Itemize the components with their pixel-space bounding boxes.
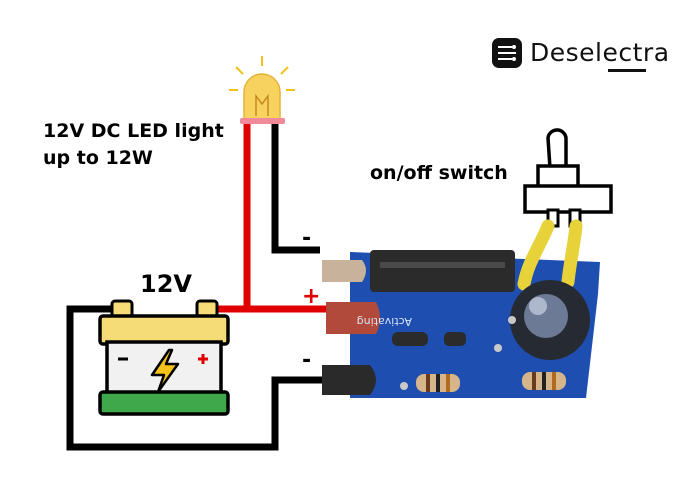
led-label-line-1: 12V DC LED light <box>43 120 224 142</box>
wires <box>66 124 345 451</box>
led-label: 12V DC LED light up to 12W <box>43 118 243 172</box>
toggle-switch-icon <box>523 128 613 228</box>
positive-sign: + <box>302 284 321 309</box>
led-light-icon <box>229 56 295 124</box>
led-negative-sign: - <box>302 226 312 251</box>
pcb-silkscreen: Activating <box>357 315 412 328</box>
brand-underline <box>608 69 646 72</box>
battery-voltage-label: 12V <box>140 270 192 298</box>
battery-negative-sign: - <box>302 348 312 373</box>
led-label-line-2: up to 12W <box>43 147 153 169</box>
switch-label: on/off switch <box>370 162 508 184</box>
timer-module: Activating <box>322 219 600 398</box>
battery-icon <box>98 299 230 416</box>
brand-name: Deselectra <box>530 38 670 67</box>
circuit-chip-icon <box>492 38 522 68</box>
